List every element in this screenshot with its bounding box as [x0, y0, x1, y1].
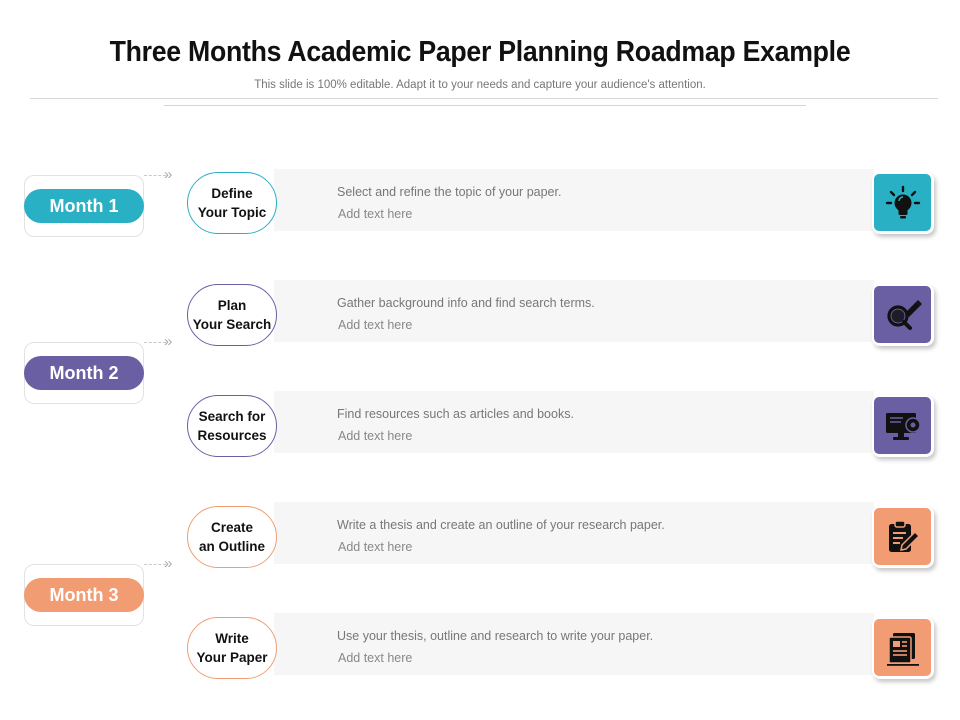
step-5-description: Use your thesis, outline and research to… [337, 629, 654, 643]
step-3-circle: Search for Resources [187, 395, 277, 457]
step-1-band: Select and refine the topic of your pape… [274, 169, 874, 231]
month-3-label: Month 3 [24, 578, 144, 612]
clipboard-pen-icon [888, 519, 920, 552]
step-5-circle: Write Your Paper [187, 617, 277, 679]
step-3-band: Find resources such as articles and book… [274, 391, 874, 453]
connector-line [144, 342, 166, 343]
connector-line [144, 564, 166, 565]
step-5-title-line1: Write [215, 631, 249, 646]
step-2-band: Gather background info and find search t… [274, 280, 874, 342]
step-5-title-line2: Your Paper [196, 650, 268, 665]
step-2-circle: Plan Your Search [187, 284, 277, 346]
chevron-right-icon: » [164, 333, 173, 350]
step-2-title-line1: Plan [217, 298, 247, 313]
step-2-title-line2: Your Search [192, 317, 272, 332]
divider-line [30, 98, 938, 99]
step-1-title-line2: Your Topic [197, 205, 267, 220]
document-icon [886, 632, 919, 666]
divider-line [164, 105, 806, 106]
step-2-icon-box [872, 284, 934, 346]
step-4-circle: Create an Outline [187, 506, 277, 568]
step-1-placeholder[interactable]: Add text here [338, 207, 413, 221]
monitor-gear-icon [885, 412, 921, 440]
chevron-right-icon: » [164, 166, 173, 183]
step-4-title-line1: Create [210, 520, 254, 535]
chevron-right-icon: » [164, 555, 173, 572]
step-2-placeholder[interactable]: Add text here [338, 318, 413, 332]
step-3-title-line1: Search for [198, 409, 266, 424]
step-3-description: Find resources such as articles and book… [337, 407, 574, 421]
step-4-title-line2: an Outline [198, 539, 265, 554]
step-3-placeholder[interactable]: Add text here [338, 429, 413, 443]
step-4-icon-box [872, 506, 934, 568]
step-5-icon-box [872, 617, 934, 679]
step-1-description: Select and refine the topic of your pape… [337, 185, 562, 199]
step-5-placeholder[interactable]: Add text here [338, 651, 413, 665]
month-1-label: Month 1 [24, 189, 144, 223]
lightbulb-icon [885, 185, 920, 218]
month-card-3: Month 3 [24, 564, 144, 626]
step-1-title-line1: Define [211, 186, 253, 201]
month-card-2: Month 2 [24, 342, 144, 404]
step-1-circle: Define Your Topic [187, 172, 277, 234]
connector-line [144, 175, 166, 176]
step-4-band: Write a thesis and create an outline of … [274, 502, 874, 564]
step-4-placeholder[interactable]: Add text here [338, 540, 413, 554]
step-3-title-line2: Resources [197, 428, 267, 443]
step-2-description: Gather background info and find search t… [337, 296, 595, 310]
page-title: Three Months Academic Paper Planning Roa… [109, 36, 851, 68]
page-subtitle: This slide is 100% editable. Adapt it to… [254, 79, 706, 91]
month-card-1: Month 1 [24, 175, 144, 237]
month-2-label: Month 2 [24, 356, 144, 390]
step-3-icon-box [872, 395, 934, 457]
step-4-description: Write a thesis and create an outline of … [337, 518, 665, 532]
step-1-icon-box [872, 172, 934, 234]
step-5-band: Use your thesis, outline and research to… [274, 613, 874, 675]
magnifier-pencil-icon [886, 299, 922, 330]
